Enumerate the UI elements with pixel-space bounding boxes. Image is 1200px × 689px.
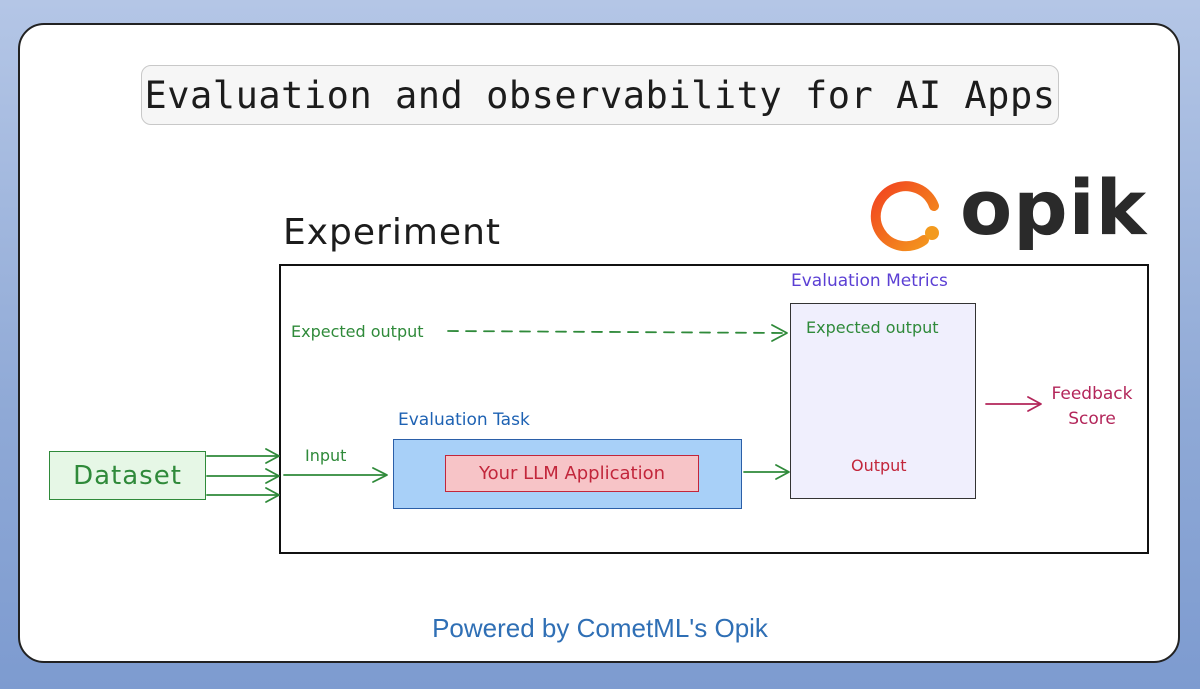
- opik-logo-text: opik: [960, 163, 1148, 252]
- expected-output-label: Expected output: [291, 322, 424, 341]
- experiment-label: Experiment: [283, 212, 502, 253]
- dataset-box: Dataset: [49, 451, 206, 500]
- evaluation-metrics-label: Evaluation Metrics: [791, 271, 948, 291]
- expected-output-arrow: [447, 330, 786, 334]
- footer-powered-by: Powered by CometML's Opik: [432, 613, 768, 643]
- evaluation-task-label: Evaluation Task: [398, 410, 530, 430]
- metrics-expected-output: Expected output: [806, 318, 939, 337]
- expected-output-arrowhead: [771, 324, 788, 342]
- feedback-score-line-2: Score: [1068, 409, 1116, 429]
- diagram-card: [18, 23, 1180, 663]
- feedback-score-label: Feedback Score: [1040, 382, 1144, 432]
- evaluation-metrics-box: [790, 303, 976, 499]
- metrics-output: Output: [851, 456, 907, 475]
- feedback-score-line-1: Feedback: [1051, 384, 1133, 404]
- opik-logo-icon: [870, 181, 939, 252]
- input-label: Input: [305, 446, 347, 465]
- experiment-box: [279, 264, 1149, 554]
- page-title: Evaluation and observability for AI Apps: [141, 65, 1059, 125]
- llm-application-box: Your LLM Application: [445, 455, 699, 492]
